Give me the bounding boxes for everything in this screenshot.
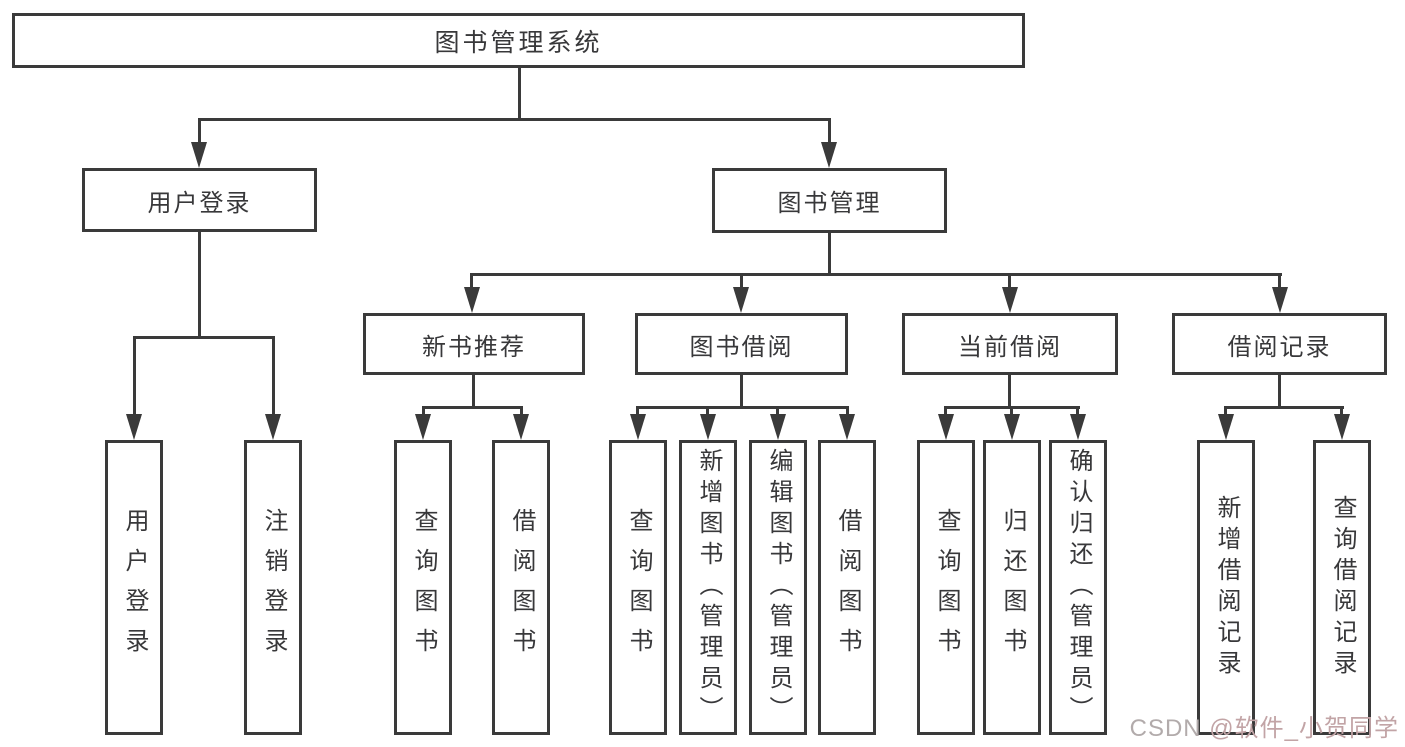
connector-arrow-g0c1-stem bbox=[520, 406, 523, 414]
connector-borrow-stem bbox=[740, 375, 743, 406]
connector-manage-stem bbox=[828, 233, 831, 273]
node-book-borrow-label: 图书借阅 bbox=[689, 333, 794, 361]
leaf-add-borrow-record: 新增借阅记录 bbox=[1197, 440, 1255, 735]
leaf-logout-label: 注销登录 bbox=[260, 507, 287, 668]
connector-arrow-borrow-stem bbox=[740, 273, 743, 287]
leaf-query-borrow-record: 查询借阅记录 bbox=[1313, 440, 1371, 735]
node-root: 图书管理系统 bbox=[12, 13, 1025, 68]
connector-arrow-records-stem bbox=[1278, 273, 1281, 287]
arrowhead-g3c0 bbox=[1218, 414, 1234, 440]
leaf-confirm-return-admin-label: 确认归还（管理员） bbox=[1065, 448, 1092, 727]
leaf-recommend-query-book-label: 查询图书 bbox=[410, 507, 437, 668]
connector-arrow-logout-stem bbox=[272, 336, 275, 414]
arrowhead-g2c1 bbox=[1004, 414, 1020, 440]
connector-arrow-login-stem bbox=[198, 118, 201, 142]
connector-login-rail bbox=[133, 336, 275, 339]
leaf-borrow-query-book: 查询图书 bbox=[609, 440, 667, 735]
node-user-login: 用户登录 bbox=[82, 168, 317, 232]
leaf-add-book-admin-label: 新增图书（管理员） bbox=[695, 448, 722, 727]
leaf-current-query-book-label: 查询图书 bbox=[933, 507, 960, 668]
node-book-borrow: 图书借阅 bbox=[635, 313, 848, 375]
node-book-manage-label: 图书管理 bbox=[777, 190, 882, 217]
connector-arrow-manage-stem bbox=[828, 118, 831, 142]
connector-recommend-stem bbox=[472, 375, 475, 406]
arrowhead-recommend bbox=[464, 287, 480, 313]
leaf-user-login-label: 用户登录 bbox=[121, 507, 148, 668]
arrowhead-g1c0 bbox=[630, 414, 646, 440]
connector-login-stem bbox=[198, 232, 201, 336]
arrowhead-g2c0 bbox=[938, 414, 954, 440]
leaf-add-borrow-record-label: 新增借阅记录 bbox=[1213, 494, 1240, 681]
node-borrow-records: 借阅记录 bbox=[1172, 313, 1387, 375]
connector-manage-rail bbox=[470, 273, 1282, 276]
leaf-borrow-book: 借阅图书 bbox=[818, 440, 876, 735]
leaf-confirm-return-admin: 确认归还（管理员） bbox=[1049, 440, 1107, 735]
node-new-book-recommend-label: 新书推荐 bbox=[422, 333, 526, 361]
node-new-book-recommend: 新书推荐 bbox=[363, 313, 585, 375]
connector-arrow-g0c0-stem bbox=[422, 406, 425, 414]
leaf-recommend-query-book: 查询图书 bbox=[394, 440, 452, 735]
connector-root-rail bbox=[198, 118, 831, 121]
connector-recommend-rail bbox=[422, 406, 523, 409]
arrowhead-g2c2 bbox=[1070, 414, 1086, 440]
connector-root-stem bbox=[518, 68, 521, 118]
arrowhead-logout bbox=[265, 414, 281, 440]
leaf-return-book-label: 归还图书 bbox=[999, 507, 1026, 668]
connector-borrow-rail bbox=[637, 406, 849, 409]
connector-arrow-g3c1-stem bbox=[1340, 406, 1343, 414]
leaf-edit-book-admin: 编辑图书（管理员） bbox=[749, 440, 807, 735]
leaf-current-query-book: 查询图书 bbox=[917, 440, 975, 735]
leaf-logout: 注销登录 bbox=[244, 440, 302, 735]
arrowhead-current bbox=[1002, 287, 1018, 313]
arrowhead-userlogin bbox=[126, 414, 142, 440]
arrowhead-g0c1 bbox=[513, 414, 529, 440]
connector-arrow-g2c2-stem bbox=[1076, 406, 1079, 414]
leaf-borrow-query-book-label: 查询图书 bbox=[625, 507, 652, 668]
arrowhead-borrow bbox=[733, 287, 749, 313]
leaf-return-book: 归还图书 bbox=[983, 440, 1041, 735]
connector-arrow-g1c3-stem bbox=[846, 406, 849, 414]
arrowhead-g1c3 bbox=[839, 414, 855, 440]
arrowhead-g1c2 bbox=[770, 414, 786, 440]
connector-arrow-current-stem bbox=[1008, 273, 1011, 287]
connector-arrow-g2c1-stem bbox=[1010, 406, 1013, 414]
connector-arrow-g1c1-stem bbox=[706, 406, 709, 414]
node-user-login-label: 用户登录 bbox=[147, 189, 252, 217]
leaf-user-login: 用户登录 bbox=[105, 440, 163, 735]
connector-arrow-g2c0-stem bbox=[944, 406, 947, 414]
connector-records-stem bbox=[1278, 375, 1281, 406]
leaf-query-borrow-record-label: 查询借阅记录 bbox=[1329, 494, 1356, 681]
connector-arrow-g1c0-stem bbox=[636, 406, 639, 414]
connector-arrow-userlogin-stem bbox=[133, 336, 136, 414]
arrowhead-g1c1 bbox=[700, 414, 716, 440]
connector-arrow-recommend-stem bbox=[470, 273, 473, 287]
arrowhead-records bbox=[1272, 287, 1288, 313]
leaf-add-book-admin: 新增图书（管理员） bbox=[679, 440, 737, 735]
arrowhead-g0c0 bbox=[415, 414, 431, 440]
leaf-borrow-book-label: 借阅图书 bbox=[834, 507, 861, 668]
node-borrow-records-label: 借阅记录 bbox=[1227, 333, 1332, 361]
leaf-edit-book-admin-label: 编辑图书（管理员） bbox=[765, 448, 792, 727]
connector-arrow-g3c0-stem bbox=[1224, 406, 1227, 414]
arrowhead-manage bbox=[821, 142, 837, 168]
node-root-label: 图书管理系统 bbox=[434, 28, 603, 57]
node-book-manage: 图书管理 bbox=[712, 168, 947, 233]
connector-current-stem bbox=[1008, 375, 1011, 406]
leaf-recommend-borrow-book: 借阅图书 bbox=[492, 440, 550, 735]
leaf-recommend-borrow-book-label: 借阅图书 bbox=[508, 507, 535, 668]
connector-arrow-g1c2-stem bbox=[776, 406, 779, 414]
node-current-borrow-label: 当前借阅 bbox=[958, 333, 1062, 361]
arrowhead-login bbox=[191, 142, 207, 168]
arrowhead-g3c1 bbox=[1334, 414, 1350, 440]
connector-records-rail bbox=[1225, 406, 1344, 409]
node-current-borrow: 当前借阅 bbox=[902, 313, 1118, 375]
